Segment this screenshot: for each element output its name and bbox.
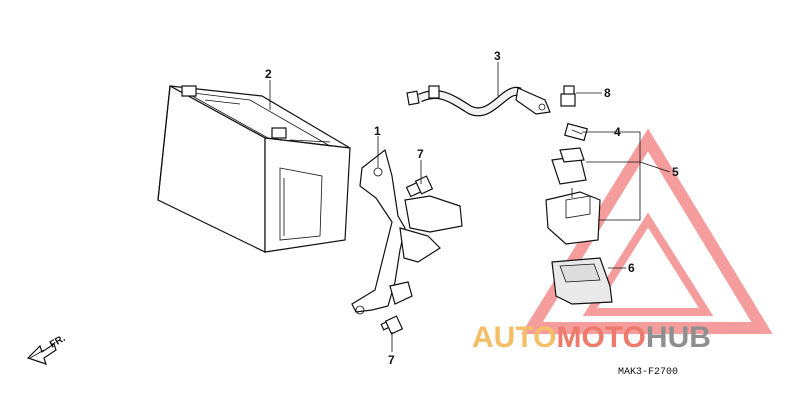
front-direction-arrow: FR.: [26, 333, 68, 365]
front-direction-label: FR.: [48, 333, 68, 351]
callout-3: 3: [494, 49, 501, 63]
battery: [157, 85, 351, 253]
callout-7-lower: 7: [388, 353, 395, 367]
callout-1: 1: [374, 124, 381, 138]
starter-relay: [545, 147, 601, 245]
callout-6: 6: [628, 261, 635, 275]
watermark-triangle-inner: [582, 212, 714, 316]
callout-4: 4: [614, 125, 621, 139]
watermark-text-auto: AUTO: [472, 321, 556, 354]
watermark-text-moto: MOTO: [556, 321, 645, 354]
watermark-text-hub: HUB: [646, 321, 711, 354]
figure-code: MAK3-F2700: [618, 367, 678, 378]
callout-5: 5: [672, 165, 679, 179]
bolt-upper: [405, 175, 434, 198]
callout-7-upper: 7: [417, 147, 424, 161]
battery-bracket: [351, 148, 463, 315]
callout-8: 8: [604, 86, 611, 100]
bolt-lower: [380, 315, 404, 335]
bolt-8: [560, 85, 576, 107]
relay-cover: [551, 257, 613, 305]
fuse: [564, 122, 588, 142]
battery-cable: [406, 85, 551, 117]
callout-2: 2: [265, 67, 272, 81]
watermark-text: AUTOMOTOHUB: [472, 321, 711, 354]
leader-lines: [269, 62, 671, 352]
